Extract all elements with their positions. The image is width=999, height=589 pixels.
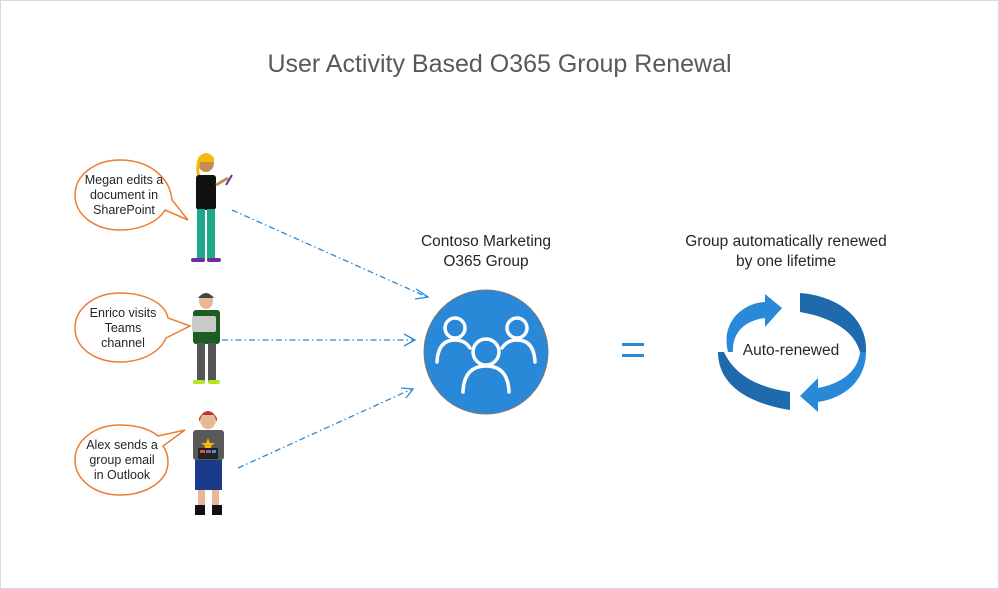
bubble-line: Enrico visits <box>89 306 157 320</box>
bubble-line: group email <box>89 453 155 467</box>
speech-bubble-alex <box>74 424 186 496</box>
equals-bar <box>622 343 644 346</box>
bubble-text-enrico: Enrico visits Teams channel <box>78 306 168 351</box>
connector-alex-to-group <box>237 387 415 469</box>
bubble-line: Teams <box>104 321 142 335</box>
bubble-line: Megan edits a <box>84 173 164 187</box>
person-alex-icon <box>193 411 224 515</box>
renew-cycle-icon <box>718 293 867 412</box>
group-label-line: Contoso Marketing <box>420 233 552 250</box>
connector-enrico-to-group <box>222 333 417 347</box>
connector-megan-to-group <box>231 209 430 300</box>
person-enrico-icon <box>192 293 220 384</box>
equals-bar <box>622 354 644 357</box>
bubble-line: Alex sends a <box>86 438 158 452</box>
result-label-line: Group automatically renewed <box>685 233 887 250</box>
bubble-text-alex: Alex sends a group email in Outlook <box>76 438 168 483</box>
group-label-line: O365 Group <box>443 253 529 270</box>
result-label-line: by one lifetime <box>736 253 836 270</box>
person-megan-icon <box>191 153 233 262</box>
speech-bubble-enrico <box>74 292 192 363</box>
bubble-line: SharePoint <box>93 203 155 217</box>
diagram-title: User Activity Based O365 Group Renewal <box>267 50 732 78</box>
result-label: Group automatically renewed by one lifet… <box>666 232 906 272</box>
equals-sign <box>622 343 644 365</box>
auto-renewed-label: Auto-renewed <box>742 342 840 359</box>
bubble-line: in Outlook <box>93 468 151 482</box>
bubble-line: document in <box>89 188 159 202</box>
bubble-line: channel <box>101 336 145 350</box>
group-label: Contoso Marketing O365 Group <box>396 232 576 272</box>
group-people-icon <box>423 289 549 415</box>
bubble-text-megan: Megan edits a document in SharePoint <box>78 173 170 218</box>
speech-bubble-megan <box>74 159 189 231</box>
